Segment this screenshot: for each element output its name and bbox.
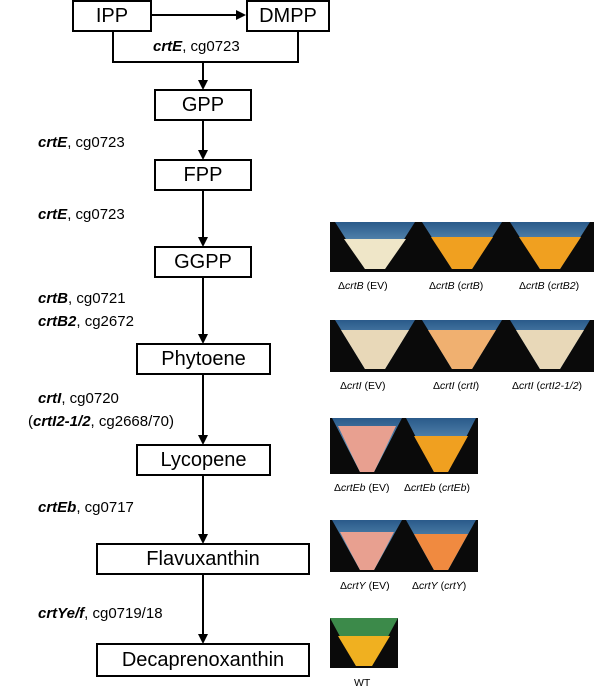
tube-crti-crti2 [510,320,590,369]
caption-crteb-crteb: ΔcrtEb (crtEb) [404,482,470,494]
photo-wt [330,618,398,668]
node-ggpp: GGPP [154,246,252,278]
tube-crti-crti [422,320,502,369]
tube-crtb-crtb [422,222,502,269]
photo-wt-tube [330,618,398,666]
step-label-5a: crtI, cg0720 [38,390,119,407]
caption-wt: WT [354,677,371,689]
photo-crtb-strip [330,222,594,272]
photo-crti-tubes [335,320,590,369]
caption-crteb-ev: ΔcrtEb (EV) [334,482,390,494]
tube-crteb-ev [332,418,402,472]
node-phytoene: Phytoene [136,343,271,375]
photo-crteb-strip [330,418,478,474]
tube-crty-ev [332,520,402,570]
photo-crti-strip [330,320,594,372]
step-label-4a: crtB, cg0721 [38,290,126,307]
photo-crty-tubes [332,520,476,570]
caption-crtb-ev: ΔcrtB (EV) [338,280,388,292]
step-label-3: crtE, cg0723 [38,206,125,223]
caption-crti-crti2: ΔcrtI (crtI2-1/2) [512,380,583,392]
step-label-1: crtE, cg0723 [153,38,240,55]
node-fpp: FPP [154,159,252,191]
step-label-5b: (crtI2-1/2, cg2668/70) [28,413,174,430]
caption-crty-ev: ΔcrtY (EV) [340,580,390,592]
photo-crty-strip [330,520,478,572]
photo-crtb-tubes [335,222,590,269]
step-label-2: crtE, cg0723 [38,134,125,151]
node-decaprenoxanthin: Decaprenoxanthin [96,643,310,677]
caption-crty-crty: ΔcrtY (crtY) [412,580,467,592]
caption-crtb-crtb: ΔcrtB (crtB) [429,280,484,292]
node-dmpp: DMPP [246,0,330,32]
step-label-6: crtEb, cg0717 [38,499,134,516]
tube-crty-crty [406,520,476,570]
caption-crti-crti: ΔcrtI (crtI) [433,380,480,392]
step-label-4b: crtB2, cg2672 [38,313,134,330]
node-gpp: GPP [154,89,252,121]
caption-crtb-crtb2: ΔcrtB (crtB2) [519,280,580,292]
caption-crti-ev: ΔcrtI (EV) [340,380,386,392]
node-lycopene: Lycopene [136,444,271,476]
bracket-line [112,30,299,63]
node-ipp: IPP [72,0,152,32]
photo-crteb-tubes [332,418,476,472]
tube-crti-ev [335,320,415,369]
tube-crteb-crteb [406,418,476,472]
node-flavuxanthin: Flavuxanthin [96,543,310,575]
tube-crtb-ev [335,222,415,269]
step-label-7: crtYe/f, cg0719/18 [38,605,163,622]
tube-crtb-crtb2 [510,222,590,269]
